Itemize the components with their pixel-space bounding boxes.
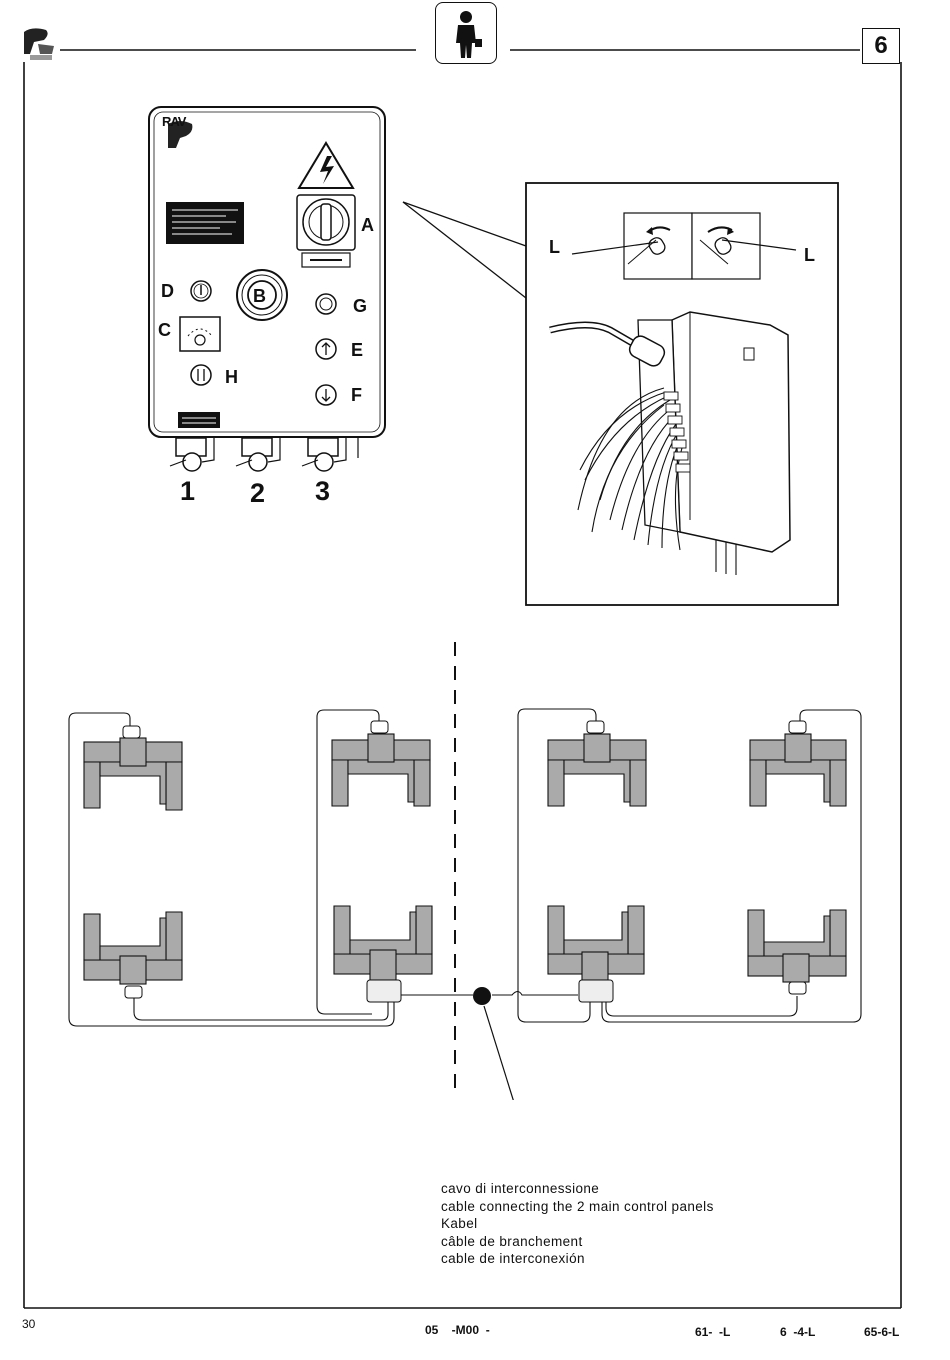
label-b: B: [253, 286, 266, 307]
callout-line-fr: câble de branchement: [441, 1233, 714, 1251]
label-d: D: [161, 281, 174, 302]
doc-code: 05 -M00 -: [425, 1323, 490, 1337]
brand-logo-icon: [20, 24, 60, 64]
detail-label-left: L: [549, 237, 560, 258]
operator-icon: [435, 2, 497, 64]
detail-label-right: L: [804, 245, 815, 266]
label-a: A: [361, 215, 374, 236]
callout-line-en: cable connecting the 2 main control pane…: [441, 1198, 714, 1216]
connector-number-1: 1: [180, 476, 195, 507]
label-g: G: [353, 296, 367, 317]
model-code-1: 61- -L: [695, 1325, 730, 1339]
label-c: C: [158, 320, 171, 341]
page-number: 30: [22, 1317, 35, 1331]
connector-number-2: 2: [250, 478, 265, 509]
wiring-layout-drawing: [0, 630, 950, 1100]
callout-line-de: Kabel: [441, 1215, 714, 1233]
label-h: H: [225, 367, 238, 388]
label-e: E: [351, 340, 363, 361]
connector-number-3: 3: [315, 476, 330, 507]
callout-line-it: cavo di interconnessione: [441, 1180, 714, 1198]
detail-view-drawing: [400, 180, 850, 610]
callout-line-es: cable de interconexión: [441, 1250, 714, 1268]
section-number-box: 6: [862, 28, 900, 64]
model-code-3: 65-6-L: [864, 1325, 899, 1339]
cable-callout: cavo di interconnessione cable connectin…: [441, 1180, 714, 1268]
label-f: F: [351, 385, 362, 406]
model-code-2: 6 -4-L: [780, 1325, 815, 1339]
control-box-logo-text: RAV: [162, 114, 185, 129]
